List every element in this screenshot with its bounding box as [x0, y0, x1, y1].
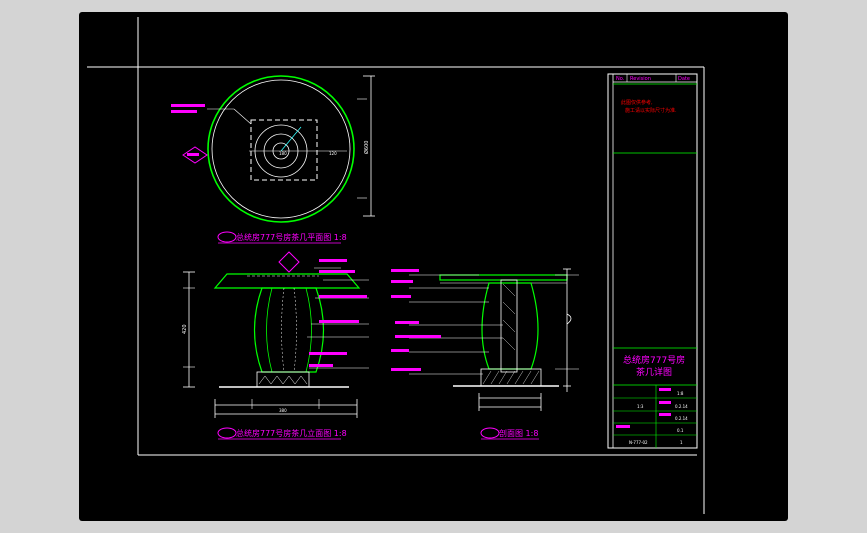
tb-drawing-no: N-777-02 — [629, 440, 648, 445]
tb-project-line2: 茶几详图 — [636, 366, 672, 378]
elevation-width-dim: 380 — [279, 408, 287, 413]
tb-header-revision: Revision — [630, 76, 651, 82]
elevation-height-dim: 420 — [182, 324, 188, 334]
plan-title: 总统房777号房茶几平面图 1:8 — [236, 232, 347, 242]
sheet-border — [87, 17, 705, 514]
section-view: 剖面图 1:8 — [391, 268, 579, 440]
tb-note-line2: 施工请以实际尺寸为准. — [625, 107, 677, 114]
tb-header-no: No. — [616, 76, 625, 82]
elevation-title: 总统房777号房茶几立面图 1:8 — [236, 428, 347, 438]
cad-drawing: 180 120 Ø600 总统房777号房茶几平面图 1:8 — [87, 17, 705, 514]
tb-sheet-value: 0.2.14 — [675, 404, 688, 409]
tb-note-line1: 此图仅供参考, — [621, 99, 653, 106]
tb-scale-value: 1:8 — [677, 391, 684, 396]
cad-drawing-canvas[interactable]: 180 120 Ø600 总统房777号房茶几平面图 1:8 — [79, 12, 788, 521]
tb-row-mid-left: 1:3 — [637, 404, 644, 409]
tb-header-date: Date — [678, 76, 690, 82]
elevation-view: 420 380 总统房777号房茶几立面图 1:8 — [182, 251, 369, 440]
plan-total-dim: Ø600 — [363, 141, 370, 154]
plan-view: 180 120 Ø600 总统房777号房茶几平面图 1:8 — [171, 75, 375, 244]
plan-inner-dim: 180 — [279, 151, 287, 156]
tb-drawn-value: 0.1 — [677, 428, 684, 433]
tb-project-line1: 总统房777号房 — [623, 354, 685, 366]
section-title: 剖面图 1:8 — [499, 428, 538, 438]
tb-page-mark: 1 — [680, 440, 683, 445]
plan-right-dim: 120 — [329, 151, 337, 156]
tb-date-value: 0.2.14 — [675, 416, 688, 421]
title-block: No. Revision Date 此图仅供参考, 施工请以实际尺寸为准. 总统… — [607, 73, 698, 449]
